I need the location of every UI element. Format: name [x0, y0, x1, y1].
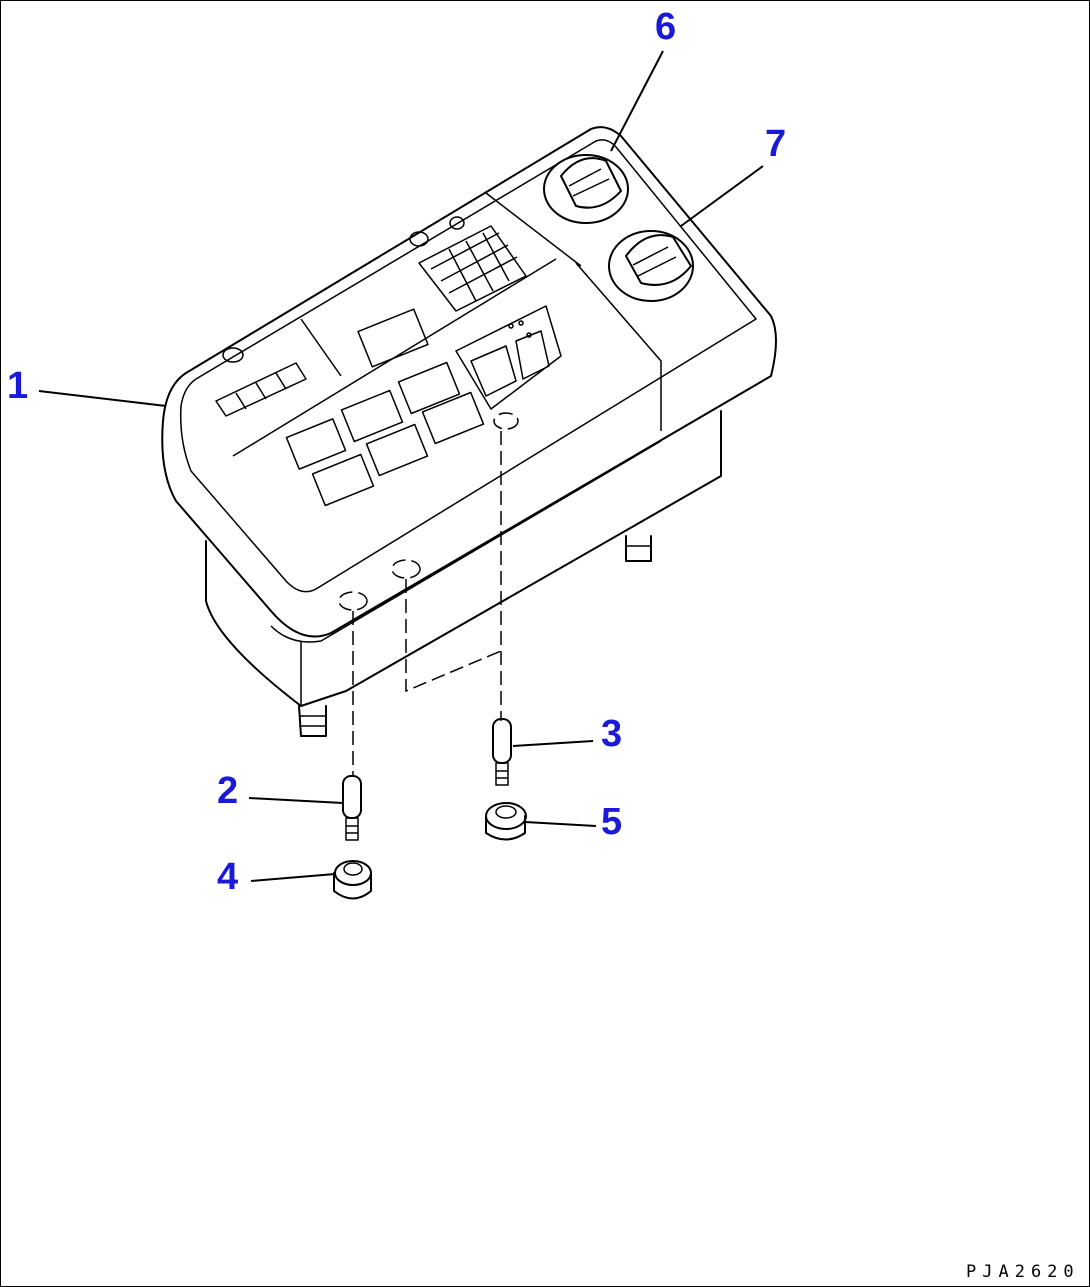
bulb-right — [492, 718, 512, 786]
callout-5: 5 — [601, 801, 622, 843]
leader-3 — [512, 740, 594, 747]
bulb-left — [342, 775, 362, 841]
leader-6 — [610, 50, 664, 152]
callout-7: 7 — [765, 123, 786, 165]
monitor-panel-body — [161, 126, 777, 707]
callout-2: 2 — [217, 770, 238, 812]
socket-left — [333, 860, 372, 900]
leader-2 — [248, 797, 344, 804]
warning-lamp-windows — [285, 305, 562, 507]
callout-4: 4 — [217, 856, 238, 898]
callout-1: 1 — [7, 365, 28, 407]
drawing-code: PJA2620 — [966, 1262, 1080, 1282]
rotary-switch-upper — [543, 154, 629, 224]
rotary-switch-lower — [608, 230, 694, 302]
callout-6: 6 — [655, 6, 676, 48]
leader-7 — [680, 165, 764, 227]
mounting-studs — [298, 535, 652, 737]
socket-right — [485, 802, 527, 841]
center-gauge — [409, 216, 527, 312]
left-gauge — [215, 347, 307, 417]
leader-lines — [38, 50, 764, 882]
leader-5 — [524, 821, 597, 827]
leader-4 — [250, 873, 336, 882]
callout-numbers: 1 2 3 4 5 6 7 — [7, 6, 786, 898]
callout-3: 3 — [601, 713, 622, 755]
bulb-socket-holes — [338, 412, 519, 776]
leader-1 — [38, 390, 167, 407]
